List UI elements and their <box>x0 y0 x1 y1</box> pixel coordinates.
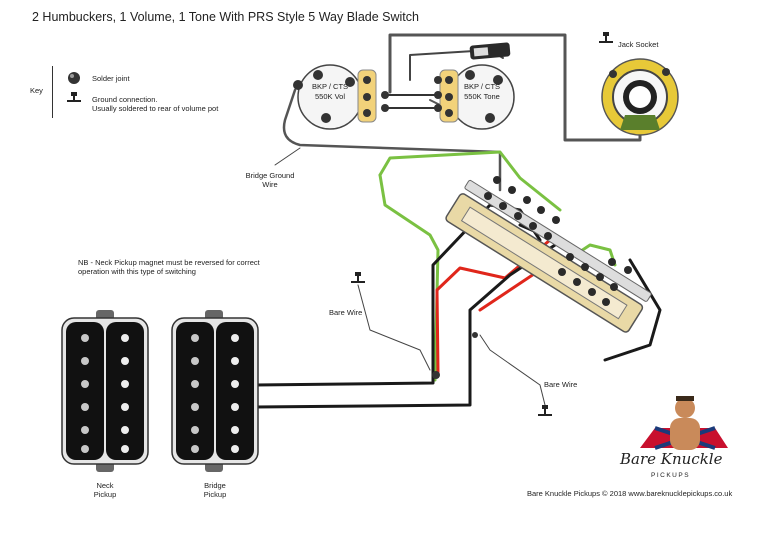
tone-pot <box>434 64 515 130</box>
volume-pot <box>293 64 377 130</box>
bare-wire-ground-icon-left <box>351 272 365 283</box>
green-wire-2 <box>378 173 440 382</box>
note-line-2: operation with this type of switching <box>78 267 196 276</box>
neck-pickup-label-2: Pickup <box>93 490 117 499</box>
bare-wire-ground-icon-right <box>538 405 552 416</box>
key-divider <box>52 66 53 118</box>
pickup-junction-solder <box>432 371 440 379</box>
bridge-junction-solder <box>472 332 478 338</box>
jack-ground-icon <box>599 32 613 43</box>
jack-socket <box>601 58 679 136</box>
bare-wire-left-label: Bare Wire <box>329 308 363 317</box>
key-solder-label: Solder joint <box>92 74 130 83</box>
switch-jumper-wire <box>603 258 662 362</box>
volume-pot-label-2: 550K Vol <box>314 92 346 101</box>
page-title: 2 Humbuckers, 1 Volume, 1 Tone With PRS … <box>32 10 419 24</box>
solder-joint-icon <box>68 72 80 84</box>
vol-junction-2 <box>381 104 389 112</box>
bridge-ground-label-2: Wire <box>262 180 278 189</box>
bridge-ground-leader <box>274 147 301 166</box>
key-ground-line2: Usually soldered to rear of volume pot <box>92 104 219 113</box>
brand-subtitle: PICKUPS <box>651 472 691 479</box>
bare-wire-right-label: Bare Wire <box>544 380 578 389</box>
ground-icon <box>67 92 81 102</box>
jack-socket-label: Jack Socket <box>618 40 659 49</box>
bridge-pickup <box>171 310 259 472</box>
neck-pickup-label-1: Neck <box>96 481 114 490</box>
tone-pot-label-2: 550K Tone <box>464 92 500 101</box>
neck-pickup <box>61 310 149 472</box>
green-wire-1 <box>378 150 562 212</box>
brand-name: Bare Knuckle <box>620 450 723 468</box>
key-ground-line1: Ground connection. <box>92 95 158 104</box>
key-label: Key <box>30 86 43 95</box>
tone-capacitor <box>469 42 511 60</box>
bridge-pickup-label-2: Pickup <box>203 490 227 499</box>
tone-pot-label-1: BKP / CTS <box>463 82 501 91</box>
vol-output-wire <box>282 88 502 192</box>
vol-junction-1 <box>381 91 389 99</box>
jack-hot-wire <box>388 33 642 142</box>
footer-copyright: Bare Knuckle Pickups © 2018 www.bareknuc… <box>527 489 733 498</box>
volume-pot-label-1: BKP / CTS <box>311 82 349 91</box>
switch-lugs <box>484 176 632 306</box>
bridge-ground-label-1: Bridge Ground <box>245 171 295 180</box>
bare-knuckle-logo-icon <box>640 396 728 450</box>
note-line-1: NB - Neck Pickup magnet must be reversed… <box>78 258 260 267</box>
bridge-pickup-label-1: Bridge <box>204 481 226 490</box>
bare-wire-right-line <box>479 334 546 406</box>
bare-wire-left-line <box>357 284 431 371</box>
blade-switch <box>445 179 652 333</box>
